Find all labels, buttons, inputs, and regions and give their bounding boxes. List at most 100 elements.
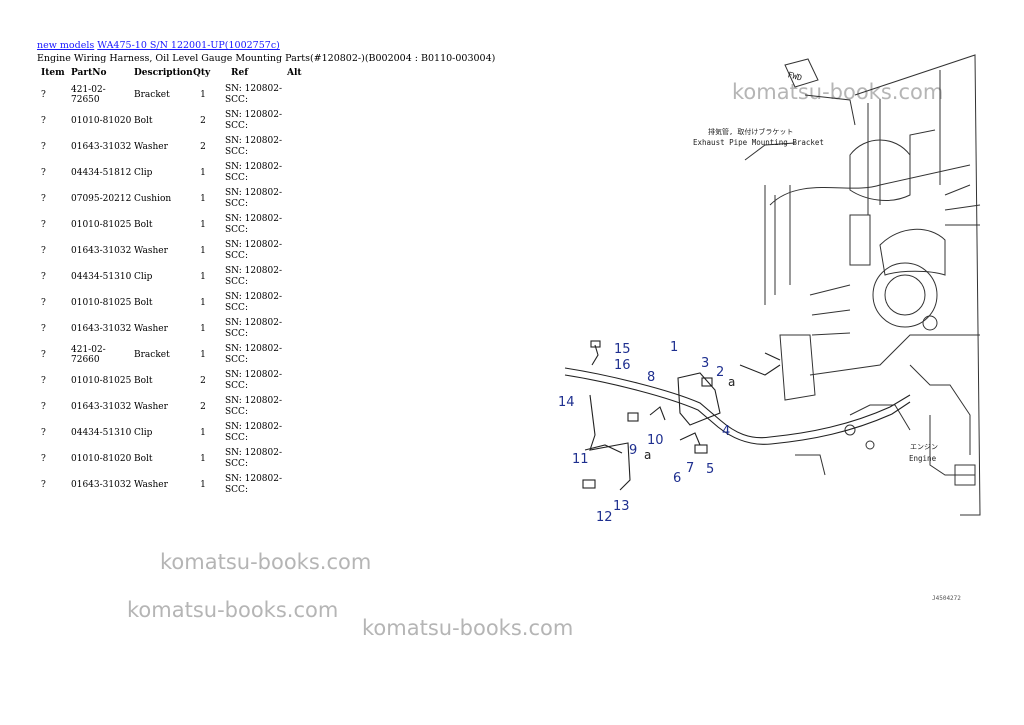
item-cell: ? bbox=[41, 220, 46, 230]
qty-cell: 2 bbox=[200, 142, 206, 152]
description-cell: Bolt bbox=[134, 454, 153, 464]
item-cell: ? bbox=[41, 272, 46, 282]
item-cell: ? bbox=[41, 402, 46, 412]
ref-cell: SN: 120802-SCC: bbox=[213, 82, 287, 108]
item-cell: ? bbox=[41, 142, 46, 152]
ref-cell: SN: 120802-SCC: bbox=[213, 342, 287, 368]
partno-cell: 04434-51310 bbox=[71, 272, 132, 282]
ref-scc: SCC: bbox=[225, 407, 248, 417]
partno-cell: 01643-31032 bbox=[71, 480, 132, 490]
breadcrumb: new models WA475-10 S/N 122001-UP(100275… bbox=[37, 40, 280, 51]
qty-cell: 1 bbox=[200, 220, 206, 230]
alt-cell bbox=[287, 394, 307, 420]
item-cell: ? bbox=[41, 428, 46, 438]
callout-9: 9 bbox=[629, 443, 637, 458]
item-cell: ? bbox=[41, 90, 46, 100]
ref-sn: SN: 120802- bbox=[225, 84, 283, 94]
callout-10: 10 bbox=[647, 433, 664, 448]
callout-6: 6 bbox=[673, 471, 681, 486]
ref-cell: SN: 120802-SCC: bbox=[213, 420, 287, 446]
ref-sn: SN: 120802- bbox=[225, 344, 283, 354]
partno-cell: 01010-81020 bbox=[71, 116, 132, 126]
ref-scc: SCC: bbox=[225, 277, 248, 287]
ref-cell: SN: 120802-SCC: bbox=[213, 446, 287, 472]
ref-a-upper: a bbox=[728, 375, 735, 389]
partno-cell: 04434-51310 bbox=[71, 428, 132, 438]
engine-frame-drawing bbox=[744, 54, 981, 516]
watermark: komatsu-books.com bbox=[160, 550, 372, 574]
header-ref: Ref bbox=[231, 67, 249, 78]
partno-cell: 01643-31032 bbox=[71, 402, 132, 412]
header-alt: Alt bbox=[287, 68, 302, 78]
item-cell: ? bbox=[41, 376, 46, 386]
description-cell: Bolt bbox=[134, 376, 153, 386]
item-cell: ? bbox=[41, 350, 46, 360]
ref-scc: SCC: bbox=[225, 121, 248, 131]
ref-scc: SCC: bbox=[225, 485, 248, 495]
ref-scc: SCC: bbox=[225, 355, 248, 365]
ref-scc: SCC: bbox=[225, 225, 248, 235]
ref-scc: SCC: bbox=[225, 329, 248, 339]
callout-5: 5 bbox=[706, 462, 714, 477]
alt-cell bbox=[287, 316, 307, 342]
alt-cell bbox=[287, 472, 307, 498]
breadcrumb-model-link[interactable]: WA475-10 S/N 122001-UP(1002757c) bbox=[97, 40, 280, 51]
alt-cell bbox=[287, 160, 307, 186]
callout-16: 16 bbox=[614, 358, 631, 373]
alt-cell bbox=[287, 212, 307, 238]
ref-sn: SN: 120802- bbox=[225, 240, 283, 250]
description-cell: Clip bbox=[134, 168, 153, 178]
harness-drawing bbox=[564, 340, 911, 491]
parts-diagram: 1 2 3 4 5 6 7 8 9 10 11 12 13 14 15 16 F… bbox=[558, 54, 981, 525]
qty-cell: 2 bbox=[200, 116, 206, 126]
parts-table: Item PartNo Description Qty Ref Alt ?421… bbox=[37, 66, 307, 498]
partno-cell: 01010-81020 bbox=[71, 454, 132, 464]
partno-cell: 01010-81025 bbox=[71, 220, 132, 230]
description-cell: Bolt bbox=[134, 116, 153, 126]
ref-sn: SN: 120802- bbox=[225, 422, 283, 432]
item-cell: ? bbox=[41, 168, 46, 178]
alt-cell bbox=[287, 264, 307, 290]
ref-cell: SN: 120802-SCC: bbox=[213, 264, 287, 290]
partno-cell: 421-02-72660 bbox=[71, 345, 106, 365]
drawing-code: J4504272 bbox=[932, 595, 961, 602]
description-cell: Bolt bbox=[134, 220, 153, 230]
bracket-label-en: Exhaust Pipe Mounting Bracket bbox=[693, 138, 824, 147]
callout-2: 2 bbox=[716, 365, 724, 380]
qty-cell: 2 bbox=[200, 402, 206, 412]
fwd-arrow-icon bbox=[784, 58, 819, 88]
breadcrumb-new-models-link[interactable]: new models bbox=[37, 40, 95, 51]
header-item: Item bbox=[41, 68, 65, 78]
alt-cell bbox=[287, 420, 307, 446]
partno-cell: 04434-51812 bbox=[71, 168, 132, 178]
description-cell: Bracket bbox=[134, 350, 170, 360]
ref-cell: SN: 120802-SCC: bbox=[213, 212, 287, 238]
bracket-label-jp: 排気管, 取付けブラケット bbox=[708, 127, 793, 136]
description-cell: Bolt bbox=[134, 298, 153, 308]
ref-scc: SCC: bbox=[225, 251, 248, 261]
callout-8: 8 bbox=[647, 370, 655, 385]
ref-sn: SN: 120802- bbox=[225, 136, 283, 146]
ref-sn: SN: 120802- bbox=[225, 188, 283, 198]
table-header-row: Item PartNo Description Qty Ref Alt bbox=[37, 66, 307, 82]
ref-scc: SCC: bbox=[225, 147, 248, 157]
alt-cell bbox=[287, 368, 307, 394]
header-partno: PartNo bbox=[71, 68, 107, 78]
ref-sn: SN: 120802- bbox=[225, 370, 283, 380]
qty-cell: 1 bbox=[200, 454, 206, 464]
ref-sn: SN: 120802- bbox=[225, 474, 283, 484]
description-cell: Washer bbox=[134, 480, 168, 490]
watermark: komatsu-books.com bbox=[127, 598, 339, 622]
ref-scc: SCC: bbox=[225, 303, 248, 313]
partno-cell: 01010-81025 bbox=[71, 298, 132, 308]
callout-15: 15 bbox=[614, 342, 631, 357]
callout-4: 4 bbox=[722, 424, 730, 439]
